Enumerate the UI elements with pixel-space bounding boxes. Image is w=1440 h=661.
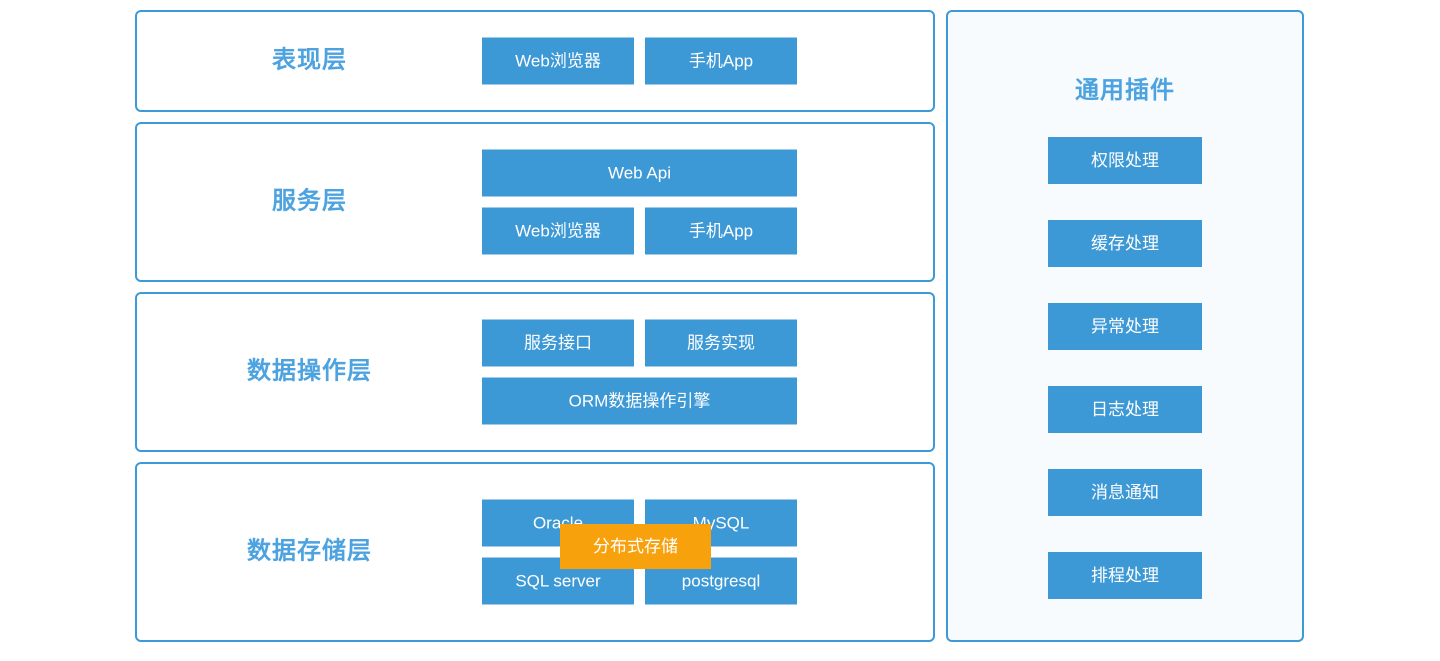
node-box[interactable]: Web浏览器 xyxy=(482,207,634,255)
node-box[interactable]: 服务实现 xyxy=(645,319,797,367)
plugin-item-log[interactable]: 日志处理 xyxy=(1048,386,1202,433)
node-row: Web浏览器 手机App xyxy=(482,207,798,255)
plugin-item-exception[interactable]: 异常处理 xyxy=(1048,303,1202,350)
plugin-panel-title: 通用插件 xyxy=(1075,77,1175,104)
layer-node-stack: Web Api Web浏览器 手机App xyxy=(482,149,798,255)
node-box[interactable]: Web Api xyxy=(482,149,797,197)
architecture-column: 表现层 Web浏览器 手机App 服务层 Web Api Web浏览器 手机Ap… xyxy=(135,10,935,642)
layer-title: 数据存储层 xyxy=(247,537,372,565)
node-row: Web Api xyxy=(482,149,798,197)
node-row: 服务接口 服务实现 xyxy=(482,319,798,367)
layer-panel-data-access: 数据操作层 服务接口 服务实现 ORM数据操作引擎 xyxy=(135,292,935,452)
node-box[interactable]: postgresql xyxy=(645,557,797,605)
node-row: Web浏览器 手机App xyxy=(482,37,798,85)
plugin-list: 权限处理 缓存处理 异常处理 日志处理 消息通知 排程处理 xyxy=(948,137,1302,599)
plugin-item-cache[interactable]: 缓存处理 xyxy=(1048,220,1202,267)
layer-title: 表现层 xyxy=(272,46,347,74)
plugin-item-permission[interactable]: 权限处理 xyxy=(1048,137,1202,184)
plugin-panel: 通用插件 权限处理 缓存处理 异常处理 日志处理 消息通知 排程处理 xyxy=(946,10,1304,642)
plugin-item-message[interactable]: 消息通知 xyxy=(1048,469,1202,516)
node-box[interactable]: 手机App xyxy=(645,207,797,255)
node-box[interactable]: SQL server xyxy=(482,557,634,605)
node-box[interactable]: 手机App xyxy=(645,37,797,85)
node-row: SQL server postgresql xyxy=(482,557,798,605)
layer-title: 服务层 xyxy=(272,187,347,215)
layer-node-stack: Web浏览器 手机App xyxy=(482,37,798,85)
plugin-item-schedule[interactable]: 排程处理 xyxy=(1048,552,1202,599)
layer-title: 数据操作层 xyxy=(247,357,372,385)
node-row: ORM数据操作引擎 xyxy=(482,377,798,425)
layer-panel-service: 服务层 Web Api Web浏览器 手机App xyxy=(135,122,935,282)
layer-panel-presentation: 表现层 Web浏览器 手机App xyxy=(135,10,935,112)
layer-panel-data-storage: 数据存储层 Oracle MySQL SQL server postgresql xyxy=(135,462,935,642)
layer-node-stack: 服务接口 服务实现 ORM数据操作引擎 xyxy=(482,319,798,425)
node-box-distributed-storage[interactable]: 分布式存储 xyxy=(560,524,711,569)
node-box[interactable]: 服务接口 xyxy=(482,319,634,367)
node-box[interactable]: Web浏览器 xyxy=(482,37,634,85)
node-box[interactable]: ORM数据操作引擎 xyxy=(482,377,797,425)
